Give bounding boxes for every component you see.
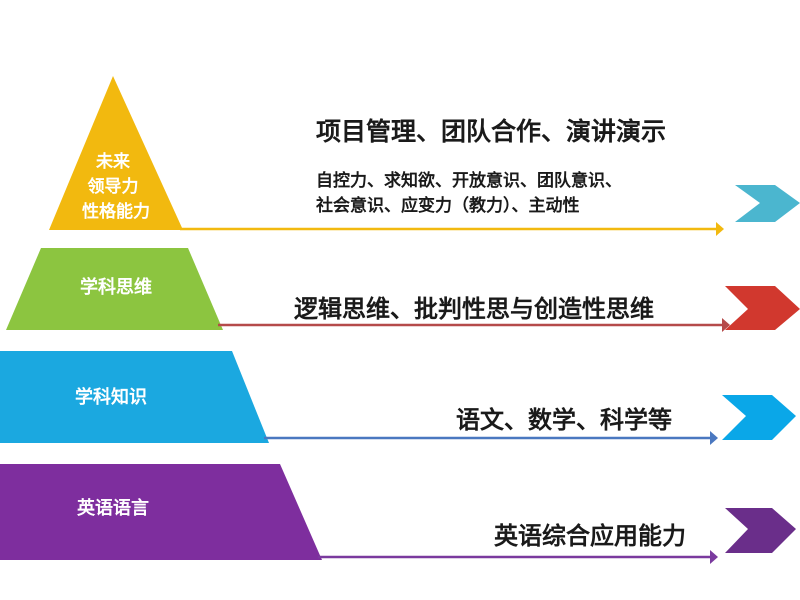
pyramid-level-1-label: 未来 领导力 性格能力	[82, 151, 150, 222]
pyramid-level-4-label: 英语语言	[76, 497, 149, 519]
pyramid-level-1-description: 项目管理、团队合作、演讲演示 自控力、求知欲、开放意识、团队意识、 社会意识、应…	[315, 117, 672, 216]
pyramid-level-4-shape	[0, 464, 322, 560]
pyramid-level-1-shape	[49, 76, 183, 230]
pyramid-level-1-connector-end	[716, 222, 724, 236]
pyramid-level-2-connector-end	[722, 318, 730, 332]
pyramid-level-3-label: 学科知识	[75, 386, 147, 408]
pyramid-level-2-label: 学科思维	[80, 276, 152, 298]
pyramid-level-3-description: 语文、数学、科学等	[456, 405, 672, 434]
pyramid-level-2-shape	[6, 248, 223, 330]
pyramid-level-4-connector-end	[710, 550, 718, 564]
pyramid-level-2-chevron-arrow	[725, 286, 800, 330]
pyramid-level-4-description: 英语综合应用能力	[494, 521, 686, 550]
pyramid-level-2-description: 逻辑思维、批判性思与创造性思维	[294, 294, 654, 323]
pyramid-level-1-chevron-arrow	[735, 185, 800, 222]
pyramid-level-3-shape	[0, 351, 269, 443]
pyramid-level-3-connector-end	[710, 431, 718, 445]
pyramid-level-4-chevron-arrow	[725, 508, 796, 553]
pyramid-level-3-chevron-arrow	[722, 395, 796, 440]
